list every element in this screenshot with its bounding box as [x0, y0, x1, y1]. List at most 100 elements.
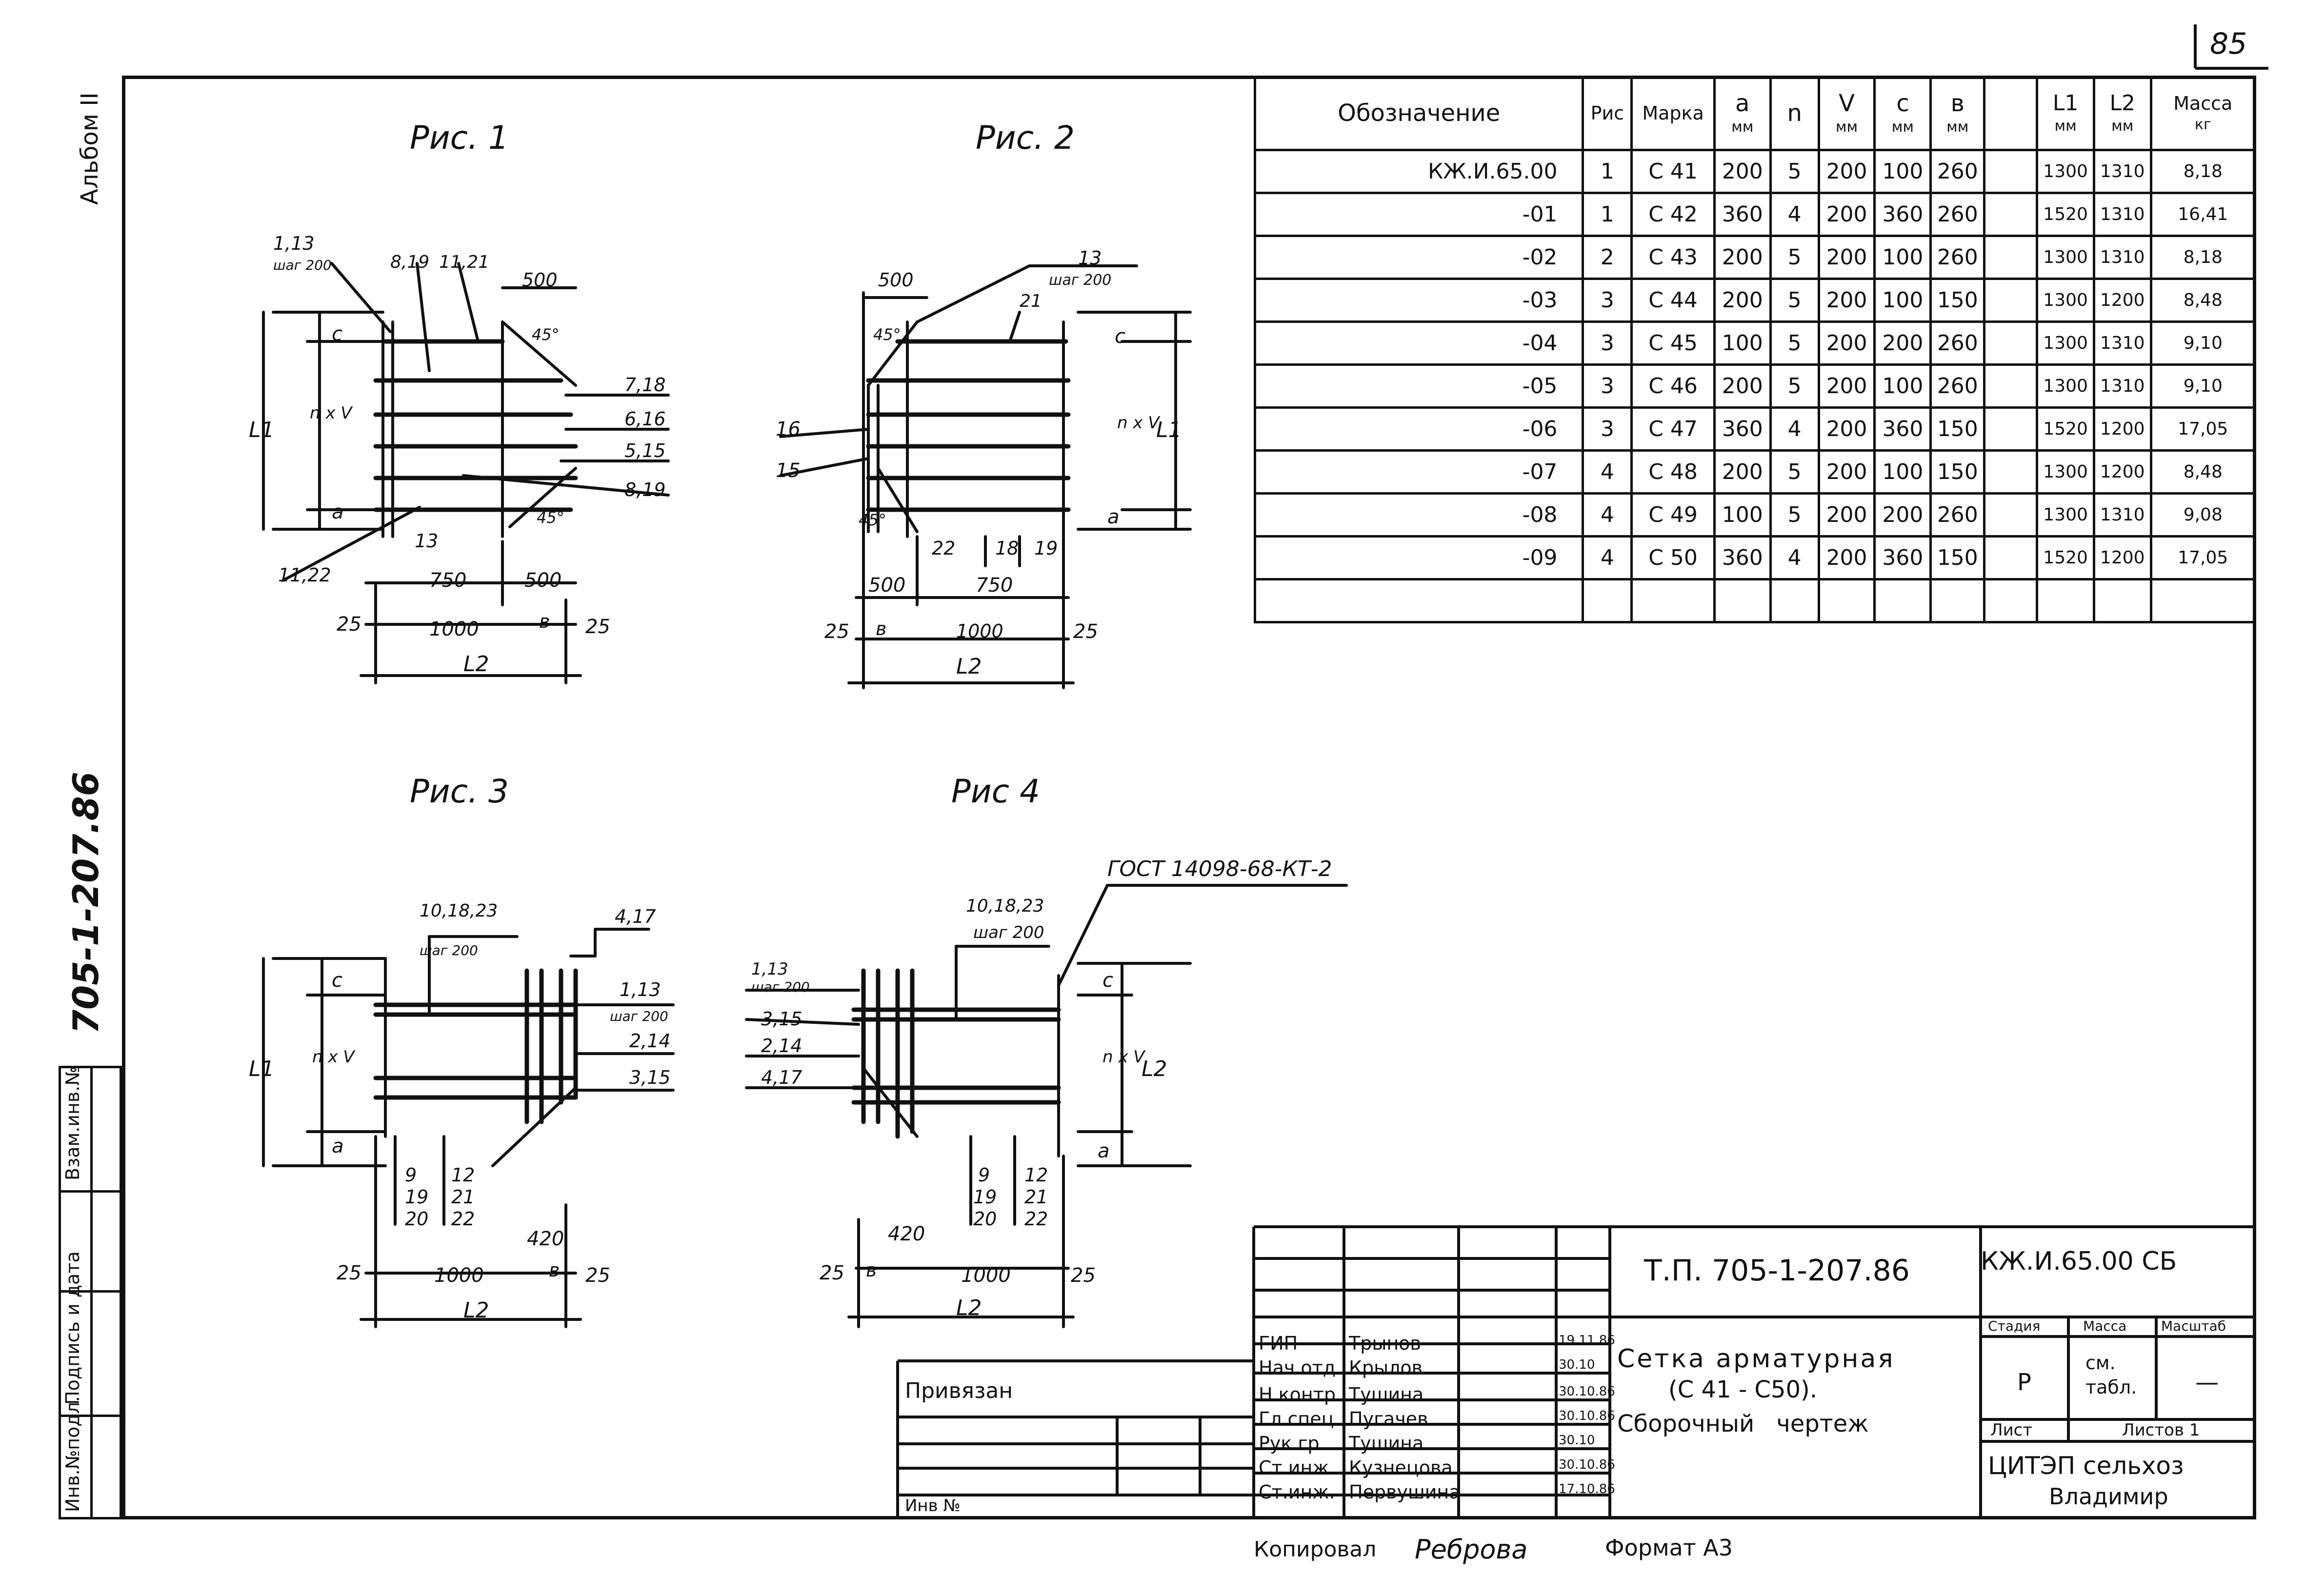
- tb-person-role: Н.контр.: [1259, 1384, 1342, 1405]
- spec-cell: 1300: [2036, 235, 2095, 280]
- fig2-label: в: [876, 618, 887, 639]
- fig4-label: 25: [820, 1262, 844, 1284]
- spec-cell: 1200: [2092, 535, 2152, 580]
- spec-cell: 260: [1929, 235, 1986, 280]
- spec-cell: 1300: [2036, 278, 2095, 323]
- fig3-label: c: [332, 969, 342, 992]
- spec-header-cell: [1983, 76, 2039, 151]
- spec-header-cell: Марка: [1630, 76, 1716, 151]
- spec-cell: [1582, 578, 1633, 623]
- spec-cell: 1200: [2092, 278, 2152, 323]
- fig3-label: 1,13: [620, 979, 661, 1000]
- spec-cell: 1300: [2036, 149, 2095, 194]
- tb-scale-label: Масштаб: [2161, 1318, 2226, 1334]
- footer-copied-label: Копировал: [1254, 1537, 1377, 1562]
- spec-cell: С 47: [1630, 406, 1716, 452]
- spec-designation-cell: -04: [1253, 320, 1584, 366]
- spec-cell: [1630, 578, 1716, 623]
- spec-cell: 200: [1713, 363, 1772, 409]
- fig2-label: a: [1107, 506, 1120, 528]
- fig3-label: 10,18,23: [420, 901, 498, 921]
- fig3-label: L1: [249, 1057, 275, 1081]
- tb-name-2: (С 41 - С50).: [1668, 1376, 1817, 1403]
- spec-cell: 360: [1713, 535, 1772, 580]
- spec-cell: [1873, 578, 1932, 623]
- fig3-label: 21: [451, 1186, 475, 1208]
- spec-cell: 3: [1582, 320, 1633, 366]
- spec-cell: 1310: [2092, 235, 2152, 280]
- fig2-label: 18: [995, 538, 1019, 559]
- spec-cell: 1300: [2036, 449, 2095, 495]
- fig3-title: Рис. 3: [410, 773, 509, 810]
- fig4-label: 4,17: [761, 1067, 802, 1088]
- spec-designation-cell: -06: [1253, 406, 1584, 452]
- spec-cell: [1929, 578, 1986, 623]
- fig1-label: a: [332, 501, 344, 523]
- fig1-label: 45°: [532, 325, 560, 344]
- fig1-label: 45°: [537, 508, 564, 527]
- spec-designation-cell: -05: [1253, 363, 1584, 409]
- fig2-title: Рис. 2: [976, 119, 1075, 157]
- spec-cell: 3: [1582, 363, 1633, 409]
- spec-cell: 1300: [2036, 492, 2095, 538]
- tb-person-role: Гл.спец.: [1259, 1408, 1340, 1430]
- spec-cell: С 42: [1630, 192, 1716, 237]
- spec-cell: 260: [1929, 363, 1986, 409]
- spec-cell: [1983, 235, 2039, 280]
- spec-cell: С 44: [1630, 278, 1716, 323]
- spec-cell: 1310: [2092, 149, 2152, 194]
- spec-cell: 1310: [2092, 192, 2152, 237]
- spec-cell: 1300: [2036, 320, 2095, 366]
- spec-cell: 1: [1582, 149, 1633, 194]
- spec-cell: 150: [1929, 406, 1986, 452]
- fig3-label: 420: [527, 1228, 564, 1250]
- fig2-label: шаг 200: [1049, 272, 1112, 289]
- fig3-label: 2,14: [629, 1030, 671, 1052]
- tb-org-1: ЦИТЭП сельхоз: [1988, 1452, 2184, 1480]
- fig2-label: 16: [776, 418, 801, 440]
- spec-cell: [1983, 320, 2039, 366]
- tb-person-role: Ст.инж.: [1259, 1457, 1335, 1478]
- spec-cell: 8,18: [2149, 235, 2257, 280]
- spec-cell: 150: [1929, 278, 1986, 323]
- spec-cell: [1983, 149, 2039, 194]
- spec-cell: 100: [1873, 235, 1932, 280]
- fig1-label: n x V: [310, 403, 352, 423]
- spec-cell: 8,48: [2149, 449, 2257, 495]
- fig4-label: 2,14: [761, 1035, 802, 1057]
- fig3-label: L2: [463, 1298, 489, 1323]
- spec-cell: 5: [1769, 278, 1820, 323]
- spec-cell: [1817, 578, 1876, 623]
- spec-cell: 4: [1582, 449, 1633, 495]
- side-code: 705-1-207.86: [65, 772, 106, 1034]
- fig3-label: 22: [451, 1208, 475, 1230]
- fig1-label: 25: [585, 616, 610, 638]
- tb-person-date: 19.11.86: [1559, 1333, 1615, 1348]
- fig4-label: в: [866, 1259, 877, 1281]
- stamp-podpis-data: Подпись и дата: [62, 1251, 83, 1405]
- spec-cell: 1310: [2092, 363, 2152, 409]
- spec-cell: 4: [1582, 535, 1633, 580]
- fig1-title: Рис. 1: [410, 119, 509, 157]
- spec-cell: 260: [1929, 492, 1986, 538]
- spec-cell: 200: [1713, 149, 1772, 194]
- spec-cell: 200: [1713, 449, 1772, 495]
- fig4-label: 25: [1071, 1264, 1096, 1287]
- spec-designation-cell: КЖ.И.65.00: [1253, 149, 1584, 194]
- spec-header-cell: Обозначение: [1253, 76, 1584, 151]
- spec-cell: С 46: [1630, 363, 1716, 409]
- fig2-label: L2: [956, 654, 982, 679]
- fig3-label: в: [549, 1259, 560, 1281]
- tb-person-name: Пугачев: [1349, 1408, 1428, 1430]
- spec-cell: С 50: [1630, 535, 1716, 580]
- tb-mass-value-1: см.: [2085, 1352, 2116, 1374]
- tb-person-role: Нач.отд: [1259, 1357, 1336, 1378]
- spec-cell: 17,05: [2149, 406, 2257, 452]
- fig1-label: 11,22: [278, 564, 331, 586]
- spec-cell: 150: [1929, 449, 1986, 495]
